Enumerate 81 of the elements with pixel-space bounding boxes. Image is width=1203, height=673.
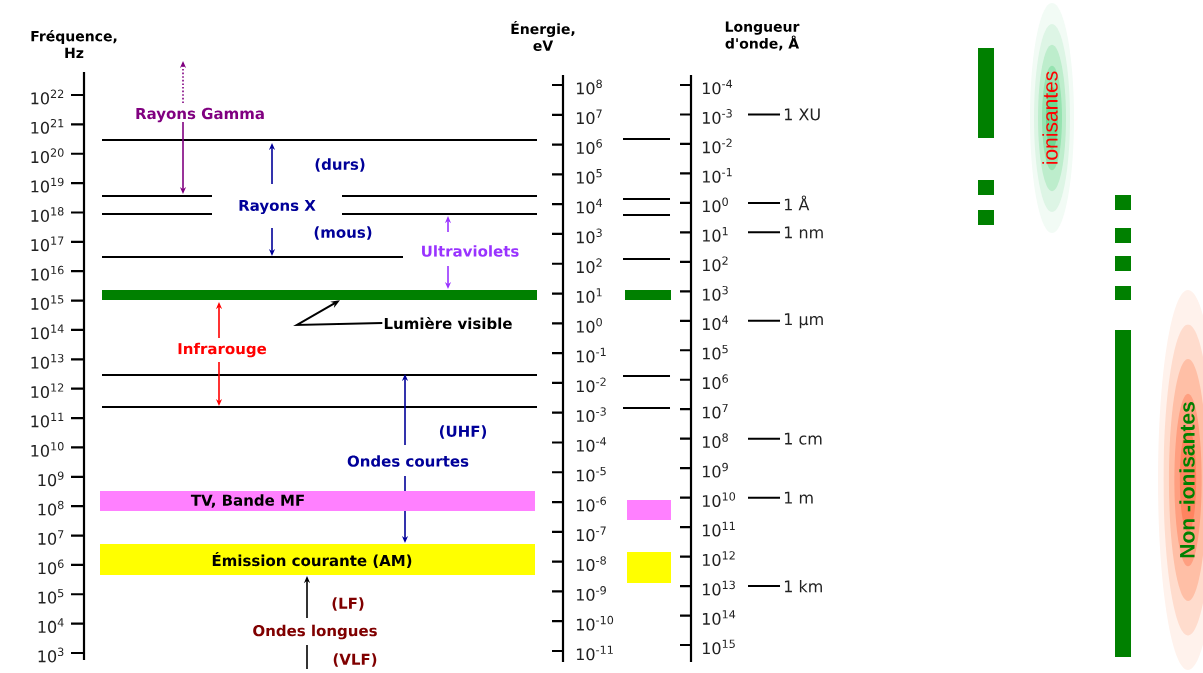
range-label: (mous) <box>314 226 372 240</box>
tick-label: 10$^{9}$ <box>702 462 728 478</box>
tick-label: 10$^{10}$ <box>702 492 736 508</box>
tick-label: 10$^{-1}$ <box>702 168 732 183</box>
tick-label: 10$^{-8}$ <box>576 556 606 572</box>
tick-label: 10$^{11}$ <box>702 521 735 537</box>
visible-light-band <box>102 290 537 300</box>
range-label: (LF) <box>332 597 364 611</box>
tick-label: 10$^{-9}$ <box>576 586 606 601</box>
tick-label: 10$^{20}$ <box>31 148 64 164</box>
tick-label: 10$^{15}$ <box>31 295 64 310</box>
range-label: Infrarouge <box>178 342 267 358</box>
tick-label: 10$^{12}$ <box>702 551 735 566</box>
axis-title: Énergie, eV <box>511 21 575 51</box>
visible-light-label: Lumière visible <box>384 316 512 330</box>
tick-label: 10$^{8}$ <box>702 433 728 449</box>
tick-label: 10$^{17}$ <box>31 236 64 252</box>
tick-label: 10$^{6}$ <box>38 559 64 575</box>
tick-label: 10$^{-7}$ <box>576 526 606 542</box>
tick-label: 10$^{-1}$ <box>576 347 606 363</box>
tick-label: 10$^{9}$ <box>38 471 64 487</box>
tick-label: 10$^{0}$ <box>702 197 728 213</box>
tick-label: 10$^{3}$ <box>576 228 602 244</box>
tick-label: 10$^{14}$ <box>31 324 64 340</box>
range-label: (VLF) <box>333 653 377 667</box>
tick-label: 10$^{21}$ <box>31 118 64 134</box>
tick-label: 10$^{5}$ <box>702 344 728 360</box>
axis-title: Longueur d'onde, Å <box>725 21 800 51</box>
tick-label: 10$^{1}$ <box>702 227 728 242</box>
tick-label: 10$^{4}$ <box>38 618 64 633</box>
tick-label: 10$^{16}$ <box>31 265 64 281</box>
tick-label: 10$^{7}$ <box>576 109 602 125</box>
tick-label: 10$^{13}$ <box>702 580 735 596</box>
tick-label: 10$^{8}$ <box>38 500 64 516</box>
tick-label: 10$^{8}$ <box>576 79 602 95</box>
frequency-band: Émission courante (AM) <box>100 544 535 575</box>
tick-label: 10$^{13}$ <box>31 353 64 369</box>
tick-label: 10$^{3}$ <box>38 647 64 663</box>
tick-label: 10$^{4}$ <box>702 315 729 331</box>
range-label: (durs) <box>315 158 365 172</box>
tick-label: 10$^{-6}$ <box>576 496 606 512</box>
frequency-band: TV, Bande MF <box>100 491 535 511</box>
tick-label: 10$^{22}$ <box>31 89 64 105</box>
tick-label: 10$^{-2}$ <box>702 138 732 154</box>
tick-label: 10$^{2}$ <box>576 258 602 274</box>
range-label: Ondes courtes <box>347 455 469 467</box>
tick-label: 10$^{4}$ <box>576 198 603 214</box>
tick-label: 10$^{11}$ <box>31 412 64 428</box>
tick-label: 10$^{5}$ <box>576 169 602 184</box>
tick-label: 10$^{-11}$ <box>576 645 613 661</box>
tick-label: 10$^{-3}$ <box>576 407 606 423</box>
tick-label: 10$^{-3}$ <box>702 109 732 124</box>
tick-label: 10$^{-2}$ <box>576 377 606 393</box>
range-label: Ultraviolets <box>422 245 519 257</box>
tick-label: 10$^{10}$ <box>31 442 64 457</box>
tick-label: 10$^{-4}$ <box>702 79 733 95</box>
axis-title: Fréquence, Hz <box>31 30 117 58</box>
tick-label: 10$^{15}$ <box>702 639 735 655</box>
tick-label: 10$^{5}$ <box>38 588 64 604</box>
tick-label: 10$^{1}$ <box>576 288 602 303</box>
category-label: Non -ionisantes <box>1179 402 1195 558</box>
tick-label: 10$^{-10}$ <box>576 615 614 631</box>
tick-label: 10$^{-5}$ <box>576 466 606 482</box>
range-label: (UHF) <box>439 425 487 439</box>
tick-label: 10$^{19}$ <box>31 177 64 193</box>
tick-label: 10$^{7}$ <box>38 530 64 545</box>
range-label: Rayons X <box>239 199 316 215</box>
range-label: Ondes longues <box>253 624 377 640</box>
range-label: Rayons Gamma <box>136 107 264 123</box>
tick-label: 10$^{18}$ <box>31 207 64 222</box>
tick-label: 10$^{6}$ <box>702 374 728 390</box>
tick-label: 10$^{12}$ <box>31 383 64 399</box>
tick-label: 10$^{-4}$ <box>576 437 607 452</box>
tick-label: 10$^{2}$ <box>702 256 728 272</box>
tick-label: 10$^{3}$ <box>702 285 728 301</box>
tick-label: 10$^{6}$ <box>576 139 602 154</box>
tick-label: 10$^{0}$ <box>576 317 602 333</box>
category-label: ionisantes <box>1042 71 1058 164</box>
tick-label: 10$^{7}$ <box>702 403 728 419</box>
tick-label: 10$^{14}$ <box>702 610 736 625</box>
leader-arrow <box>293 300 384 327</box>
